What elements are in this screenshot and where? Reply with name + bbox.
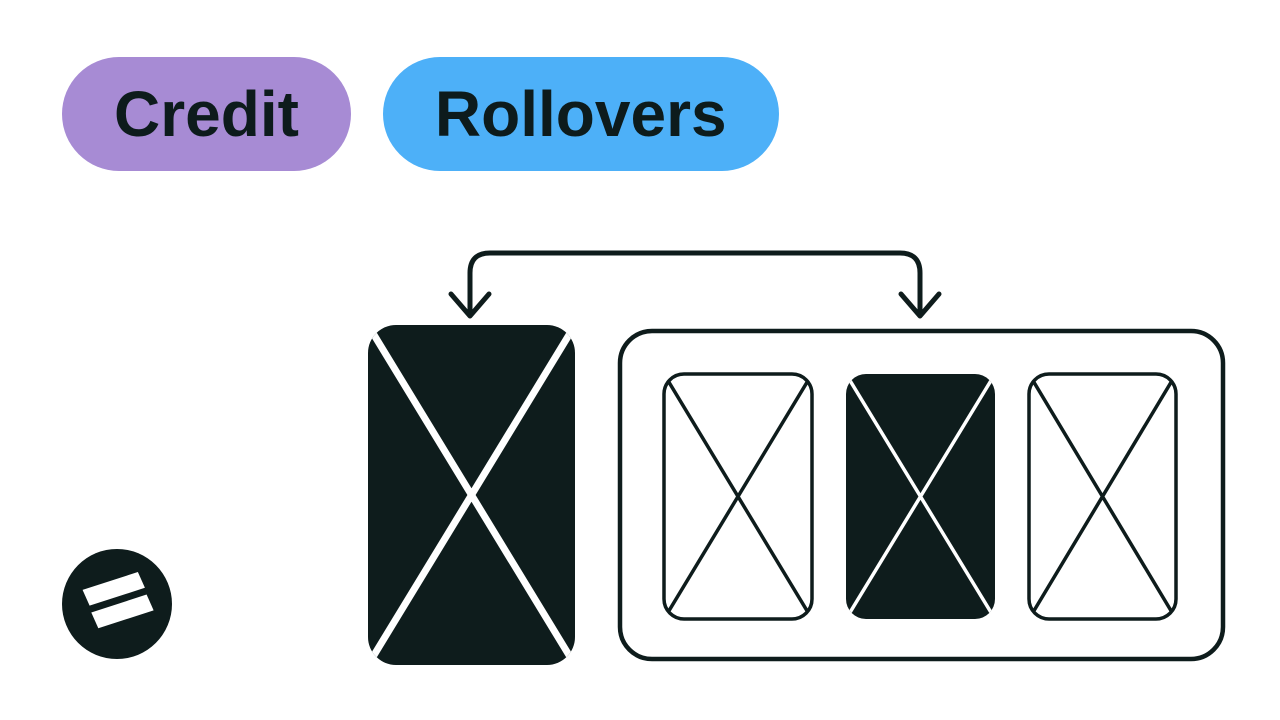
cross-line bbox=[664, 374, 812, 619]
brand-logo-circle bbox=[62, 549, 172, 659]
credit-card bbox=[368, 325, 575, 665]
rollover-slot-2 bbox=[846, 374, 995, 619]
badge-credit-label: Credit bbox=[114, 78, 299, 150]
rollover-slot-3 bbox=[1027, 372, 1178, 621]
flag-icon bbox=[82, 571, 154, 629]
credit-card-cross-icon bbox=[368, 325, 575, 665]
rollover-slot-1 bbox=[662, 372, 814, 621]
cross-line bbox=[1029, 374, 1176, 619]
arrowhead-left-icon bbox=[448, 291, 492, 319]
badge-credit: Credit bbox=[62, 57, 351, 171]
credit-to-rollover-arrow bbox=[448, 250, 942, 319]
arrowhead-right-icon bbox=[898, 291, 942, 319]
brand-logo bbox=[62, 549, 172, 659]
rollover-slot-1-cross-icon bbox=[664, 374, 812, 619]
title-badges: Credit Rollovers bbox=[62, 57, 779, 171]
rollover-tray bbox=[617, 328, 1226, 662]
rollover-slot-3-cross-icon bbox=[1029, 374, 1176, 619]
cross-line bbox=[846, 374, 995, 619]
flag-bar-bottom bbox=[91, 594, 154, 629]
badge-rollovers: Rollovers bbox=[382, 57, 779, 171]
badge-rollovers-label: Rollovers bbox=[434, 78, 727, 150]
arrow-bracket-line bbox=[467, 250, 923, 315]
cross-line bbox=[368, 325, 575, 665]
flag-bar-top bbox=[82, 571, 145, 606]
rollover-slot-2-cross-icon bbox=[846, 374, 995, 619]
